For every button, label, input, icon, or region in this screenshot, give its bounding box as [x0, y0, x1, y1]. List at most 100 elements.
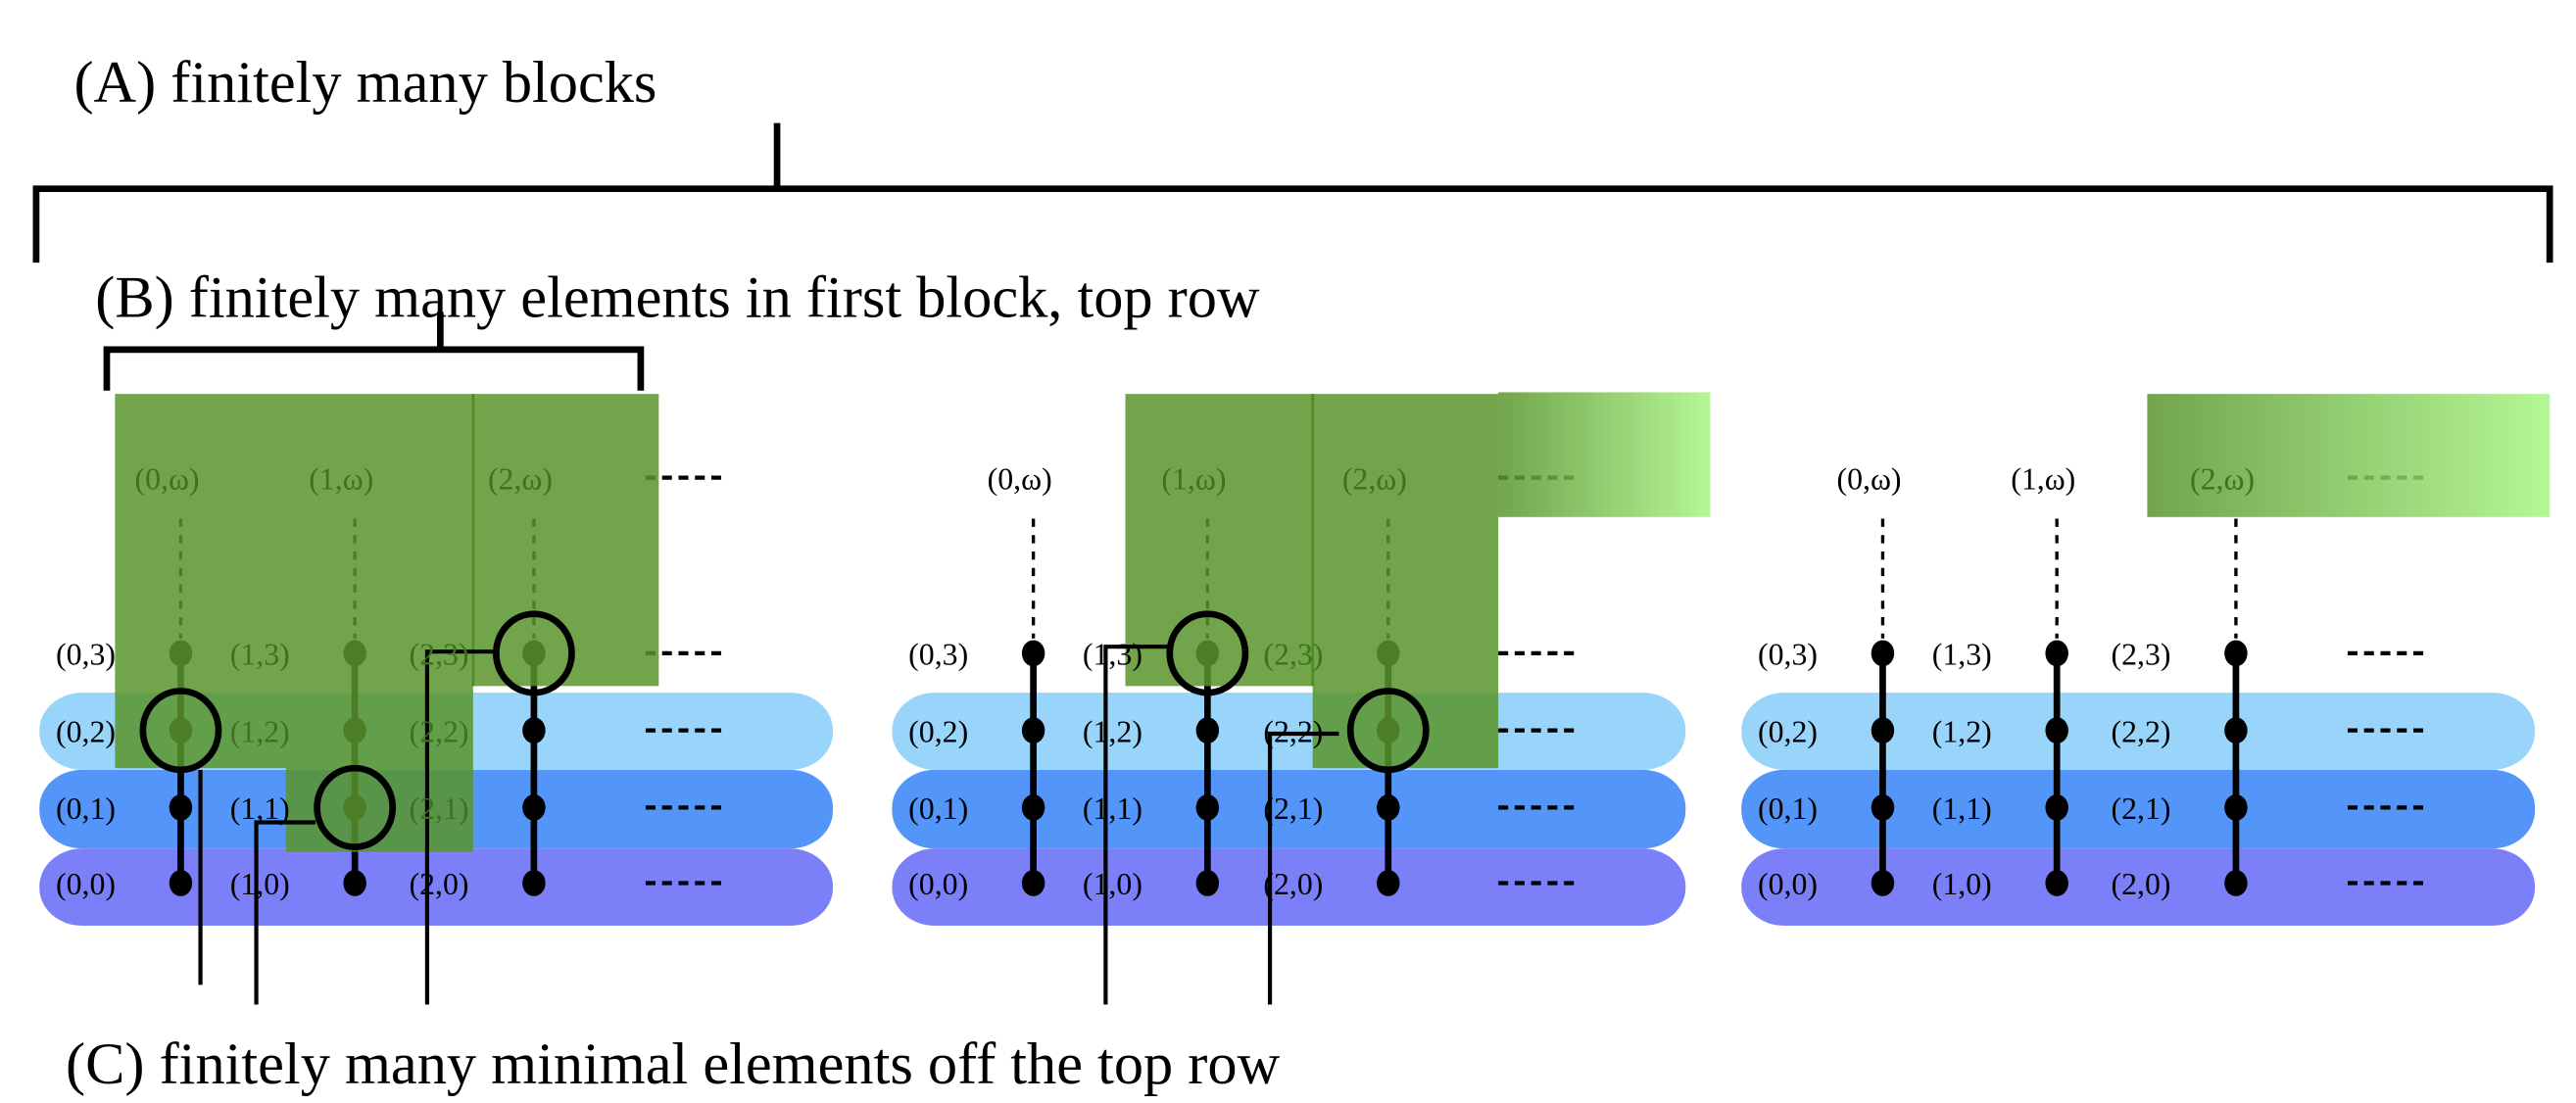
caption-b: (B) finitely many elements in first bloc… [95, 264, 1260, 330]
element-label: (1,ω) [1161, 461, 1226, 496]
element-label: (2,0) [2112, 867, 2171, 901]
element-dot [1021, 870, 1045, 896]
highlight-region [115, 394, 659, 852]
element-dot [1195, 793, 1220, 821]
element-label: (0,1) [1758, 791, 1818, 826]
element-label: (2,0) [409, 867, 468, 901]
element-dot [522, 793, 546, 821]
row-band-0 [39, 848, 834, 927]
element-dot [2045, 717, 2068, 744]
row-band-1 [1741, 769, 2536, 849]
element-label: (2,3) [2112, 638, 2171, 672]
element-label: (1,0) [1083, 867, 1142, 901]
leader-line [1103, 645, 1174, 1005]
element-label: (2,3) [1263, 638, 1323, 672]
caption-c: (C) finitely many minimal elements off t… [66, 1031, 1281, 1097]
element-labels: (0,0) (0,1) (0,2) (0,3) (0,ω) (1,0) (1,1) (1,2)… [56, 461, 2255, 901]
element-label: (2,ω) [2190, 461, 2255, 496]
element-dot [2224, 640, 2248, 667]
element-label: (2,1) [409, 791, 468, 826]
row-band-0 [1741, 848, 2536, 927]
element-label: (2,ω) [1342, 461, 1407, 496]
element-label: (2,2) [409, 714, 468, 748]
element-dot [1021, 717, 1045, 744]
element-label: (1,1) [1932, 791, 1992, 826]
minimal-element-circle [492, 610, 575, 696]
element-label: (2,1) [1263, 791, 1323, 826]
element-label: (1,0) [230, 867, 290, 901]
element-label: (0,ω) [134, 461, 199, 496]
element-dot [1871, 793, 1895, 821]
element-label: (0,2) [56, 714, 116, 748]
element-dot [2045, 870, 2068, 896]
fading-highlight-region [1498, 392, 1711, 517]
element-label: (2,2) [1263, 714, 1323, 748]
bracket-b [103, 312, 645, 391]
element-dot [2224, 793, 2248, 821]
caption-a: (A) finitely many blocks [73, 50, 656, 116]
element-label: (0,ω) [988, 461, 1052, 496]
element-label: (2,3) [409, 638, 468, 672]
element-dot [1871, 640, 1895, 667]
element-label: (1,ω) [309, 461, 373, 496]
element-label: (0,1) [908, 791, 968, 826]
bracket-a [32, 122, 2553, 264]
minimal-element-circle [139, 688, 222, 774]
element-dot [522, 870, 546, 896]
element-label: (1,2) [230, 714, 290, 748]
element-label: (0,0) [56, 867, 116, 901]
element-dot [343, 870, 366, 896]
element-label: (2,1) [2112, 791, 2171, 826]
element-label: (0,0) [1758, 867, 1818, 901]
leader-line [424, 649, 495, 1005]
element-dot [169, 793, 193, 821]
element-label: (1,3) [1932, 638, 1992, 672]
row-band-0 [892, 848, 1686, 927]
minimal-element-circle [1346, 688, 1430, 774]
minimal-element-circle [1166, 610, 1249, 696]
element-label: (1,2) [1083, 714, 1142, 748]
element-label: (1,ω) [2011, 461, 2075, 496]
row-band-1 [892, 769, 1686, 849]
element-label: (2,2) [2112, 714, 2171, 748]
element-dot [1871, 717, 1895, 744]
element-label: (0,2) [908, 714, 968, 748]
element-dot [169, 870, 193, 896]
element-dot [522, 717, 546, 744]
element-label: (0,3) [1758, 638, 1818, 672]
fading-highlight-region [2147, 394, 2551, 517]
element-dot [1021, 793, 1045, 821]
element-label: (0,1) [56, 791, 116, 826]
element-dot [2224, 870, 2248, 896]
element-dot [2045, 640, 2068, 667]
minimal-element-circle [314, 764, 397, 850]
element-dot [1021, 640, 1045, 667]
element-label: (0,ω) [1837, 461, 1902, 496]
element-dot [1195, 870, 1220, 896]
element-label: (1,2) [1932, 714, 1992, 748]
element-label: (1,3) [1083, 638, 1142, 672]
block-panel-1 [39, 394, 834, 1005]
leader-line [1267, 731, 1339, 1005]
element-label: (0,0) [908, 867, 968, 901]
block-panel-2 [892, 392, 1711, 1005]
leader-line [254, 820, 316, 1005]
element-label: (2,ω) [488, 461, 553, 496]
row-band-2 [1741, 693, 2536, 770]
element-label: (0,3) [56, 638, 116, 672]
element-dot [1377, 793, 1400, 821]
element-dot [1871, 870, 1895, 896]
block-panel-3 [1741, 394, 2551, 927]
element-label: (1,0) [1932, 867, 1992, 901]
element-label: (1,1) [230, 791, 290, 826]
element-dot [2045, 793, 2068, 821]
element-label: (0,3) [908, 638, 968, 672]
element-label: (2,0) [1263, 867, 1323, 901]
element-label: (0,2) [1758, 714, 1818, 748]
element-label: (1,1) [1083, 791, 1142, 826]
element-dot [2224, 717, 2248, 744]
element-dot [1377, 870, 1400, 896]
element-dot [1195, 717, 1220, 744]
element-label: (1,3) [230, 638, 290, 672]
